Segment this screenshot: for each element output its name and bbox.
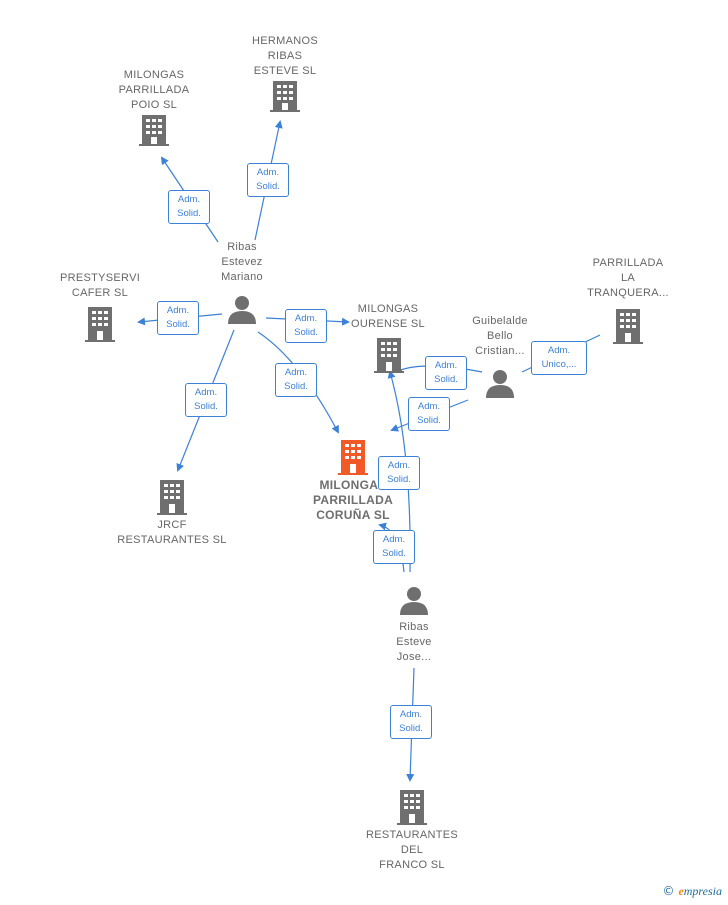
company-node-prestyservi[interactable]: PRESTYSERVI CAFER SL [50,271,150,343]
person-label: Guibelalde Bello Cristian... [472,315,528,357]
brand-initial: e [678,884,684,898]
company-node-milongas-poio[interactable]: MILONGAS PARRILLADA POIO SL [104,68,204,147]
relation-badge-mariano-hermanos[interactable]: Adm. Solid. [247,163,289,197]
relation-badge-mariano-ourense[interactable]: Adm. Solid. [285,309,327,343]
relation-badge-jose-coruna[interactable]: Adm. Solid. [373,530,415,564]
relation-badge-jose-franco[interactable]: Adm. Solid. [390,705,432,739]
company-label: PRESTYSERVI CAFER SL [59,272,141,299]
brand-name: mpresia [683,884,722,898]
person-icon [486,370,514,398]
building-icon [613,309,643,344]
company-node-restaurantes-franco[interactable]: RESTAURANTES DEL FRANCO SL [356,788,468,873]
person-icon [400,587,428,615]
relation-badge-guibelalde-coruna[interactable]: Adm. Solid. [408,397,450,431]
company-label: MILONGAS OURENSE SL [351,303,425,330]
company-node-jrcf[interactable]: JRCF RESTAURANTES SL [110,478,234,548]
company-label: RESTAURANTES DEL FRANCO SL [365,829,459,871]
company-label: JRCF RESTAURANTES SL [117,519,227,546]
company-node-milongas-ourense[interactable]: MILONGAS OURENSE SL [338,302,438,374]
relation-badge-guibelalde-ourense[interactable]: Adm. Solid. [425,356,467,390]
relation-badge-mariano-poio[interactable]: Adm. Solid. [168,190,210,224]
relation-badge-guibelalde-tranquera[interactable]: Adm. Unico,... [531,341,587,375]
relation-badge-mariano-prestyservi[interactable]: Adm. Solid. [157,301,199,335]
relation-badge-jose-ourense[interactable]: Adm. Solid. [378,456,420,490]
person-label: Ribas Estevez Mariano [221,241,263,283]
company-label: MILONGAS PARRILLADA CORUÑA SL [312,478,394,522]
building-icon [270,81,300,112]
company-label: MILONGAS PARRILLADA POIO SL [118,69,190,111]
company-label: PARRILLADA LA TRANQUERA... [587,257,669,299]
company-node-hermanos[interactable]: HERMANOS RIBAS ESTEVE SL [237,34,333,113]
person-node-ribas-esteve-jose[interactable]: Ribas Esteve Jose... [372,584,456,665]
company-label: HERMANOS RIBAS ESTEVE SL [252,35,318,77]
building-icon [374,338,404,373]
person-node-ribas-estevez-mariano[interactable]: Ribas Estevez Mariano [200,240,284,325]
empresia-logo[interactable]: ©empresia [662,884,722,899]
building-icon [157,480,187,515]
company-node-milongas-coruna-main[interactable]: MILONGAS PARRILLADA CORUÑA SL [298,438,408,523]
building-icon [139,115,169,146]
company-node-parrillada-tranquera[interactable]: PARRILLADA LA TRANQUERA... [578,256,678,345]
person-node-guibelalde[interactable]: Guibelalde Bello Cristian... [458,314,542,399]
person-icon [228,296,256,324]
copyright-icon: © [662,884,675,898]
building-icon [85,307,115,342]
building-icon [397,790,427,825]
person-label: Ribas Esteve Jose... [396,621,432,663]
relation-badge-mariano-coruna[interactable]: Adm. Solid. [275,363,317,397]
relation-badge-mariano-jrcf[interactable]: Adm. Solid. [185,383,227,417]
building-icon [338,440,368,475]
